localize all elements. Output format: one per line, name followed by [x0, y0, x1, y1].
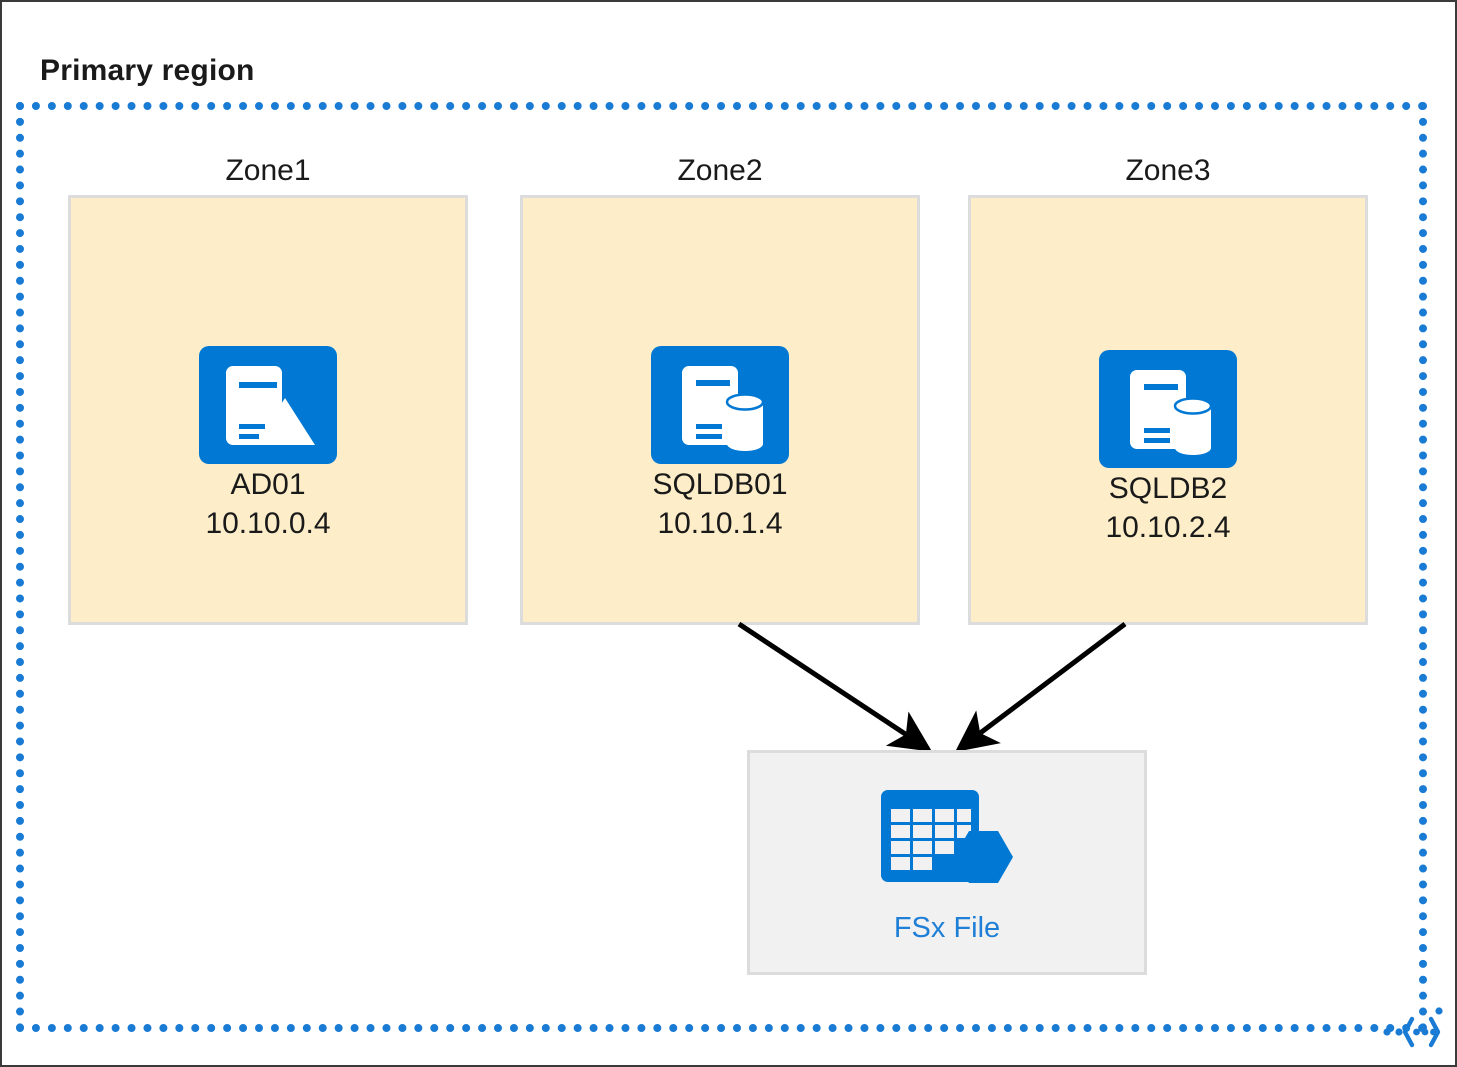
node-ad01[interactable]: AD01 10.10.0.4: [71, 346, 465, 542]
fsx-file-label: FSx File: [893, 912, 1001, 944]
vnet-brackets-icon: [1383, 1007, 1443, 1048]
zone-container-zone3: SQLDB2 10.10.2.4: [968, 195, 1368, 625]
node-sqldb2[interactable]: SQLDB2 10.10.2.4: [971, 350, 1365, 546]
zone-container-zone1: AD01 10.10.0.4: [68, 195, 468, 625]
node-name-sqldb2: SQLDB2: [1108, 472, 1228, 505]
region-title: Primary region: [40, 54, 255, 87]
zone-label-zone3: Zone3: [1125, 154, 1211, 187]
fsx-file-container[interactable]: FSx File: [747, 750, 1147, 975]
fsx-file-share-icon: [881, 790, 1013, 883]
zone-label-zone2: Zone2: [677, 154, 763, 187]
node-ip-sqldb01: 10.10.1.4: [657, 507, 783, 541]
sql-database-server-icon: [1099, 350, 1237, 468]
zone-container-zone2: SQLDB01 10.10.1.4: [520, 195, 920, 625]
node-ip-sqldb2: 10.10.2.4: [1105, 511, 1231, 545]
primary-region-boundary: [16, 102, 1427, 1032]
domain-controller-icon: [199, 346, 337, 464]
node-sqldb01[interactable]: SQLDB01 10.10.1.4: [523, 346, 917, 542]
node-name-ad01: AD01: [230, 468, 306, 501]
zone-label-zone1: Zone1: [225, 154, 311, 187]
sql-database-server-icon: [651, 346, 789, 464]
node-name-sqldb01: SQLDB01: [652, 468, 788, 501]
node-ip-ad01: 10.10.0.4: [205, 507, 331, 541]
